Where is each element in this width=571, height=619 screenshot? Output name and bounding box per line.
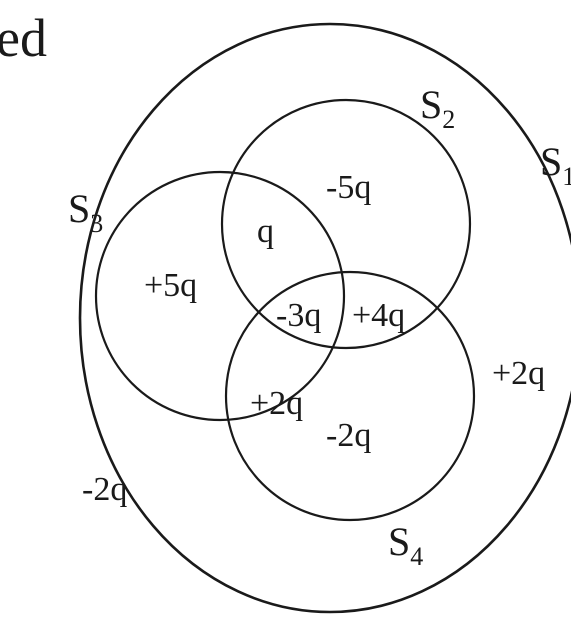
surface-s3-circle — [94, 170, 346, 422]
charge-s2-only: -5q — [326, 169, 371, 206]
charge-s2-s4: +4q — [352, 297, 405, 334]
charge-s3-only: +5q — [144, 267, 197, 304]
charge-s3-s4: +2q — [250, 385, 303, 422]
charge-s2-s3: q — [257, 213, 274, 250]
surface-s1-label: S1 — [540, 139, 571, 191]
cropped-word-text: ed — [0, 8, 47, 68]
charge-s4-only: -2q — [326, 417, 371, 454]
charge-s1-left: -2q — [82, 471, 127, 508]
surface-s1-ellipse — [78, 22, 571, 614]
surface-s2-circle — [220, 98, 472, 350]
surface-s4-circle — [224, 270, 476, 522]
surface-s3-label: S3 — [68, 186, 103, 238]
charge-s2-s3-s4: -3q — [276, 297, 321, 334]
charge-s1-right: +2q — [492, 355, 545, 392]
surface-s4-label: S4 — [388, 519, 423, 571]
surface-s2-label: S2 — [420, 82, 455, 134]
